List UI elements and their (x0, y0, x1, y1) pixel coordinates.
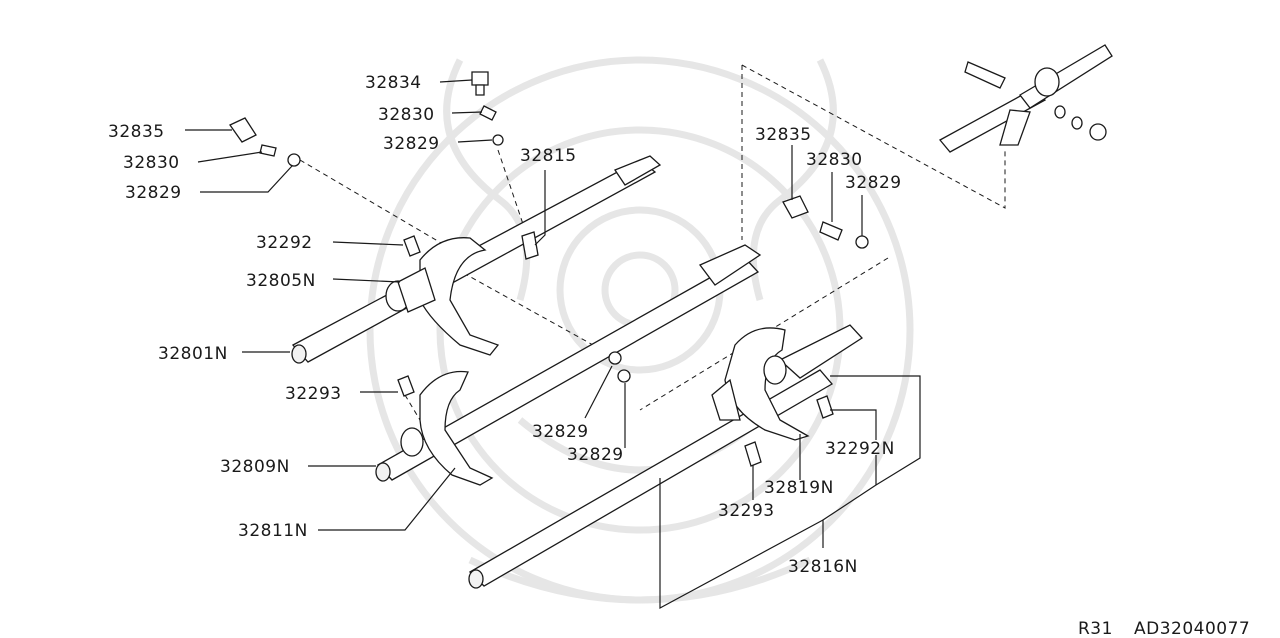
shift-rod-32809N (375, 244, 762, 482)
diagram-footer: R31 AD32040077 (1078, 619, 1250, 638)
interlock-32815 (521, 231, 539, 260)
label-32835-b[interactable]: 32835 (755, 125, 812, 145)
shift-fork-32811N (400, 370, 494, 486)
label-32293-a[interactable]: 32293 (285, 384, 342, 404)
detent-spring-32830b (259, 144, 277, 157)
label-32830-b[interactable]: 32830 (123, 153, 180, 173)
check-pin-32292b (816, 395, 834, 419)
detent-ball-32829a (492, 134, 504, 146)
model-code: R31 (1078, 619, 1113, 638)
label-32829-d[interactable]: 32829 (567, 445, 624, 465)
check-pin-32292a (403, 235, 421, 257)
detent-spring-32830a (479, 105, 497, 121)
detent-plug-32834 (471, 71, 489, 96)
label-32829-b[interactable]: 32829 (125, 183, 182, 203)
label-32829-a[interactable]: 32829 (383, 134, 440, 154)
label-32816N[interactable]: 32816N (788, 557, 858, 577)
detent-spring-32830c (819, 221, 843, 241)
leader-lines (185, 79, 921, 610)
label-32835-a[interactable]: 32835 (108, 122, 165, 142)
label-32801N[interactable]: 32801N (158, 344, 228, 364)
check-pin-32293b (744, 441, 762, 467)
label-32829-e[interactable]: 32829 (845, 173, 902, 193)
detent-ball-32829d (617, 369, 631, 383)
shift-fork-32819N (711, 327, 810, 441)
label-32809N[interactable]: 32809N (220, 457, 290, 477)
detent-ball-32829e (855, 235, 869, 249)
label-32811N[interactable]: 32811N (238, 521, 308, 541)
label-32819N[interactable]: 32819N (764, 478, 834, 498)
diagram-code: AD32040077 (1134, 619, 1250, 638)
detent-plug-32835a (229, 117, 257, 143)
label-32834[interactable]: 32834 (365, 73, 422, 93)
label-32830-c[interactable]: 32830 (806, 150, 863, 170)
label-32805N[interactable]: 32805N (246, 271, 316, 291)
shift-fork-32805N (385, 237, 500, 356)
detent-ball-32829c (608, 351, 622, 365)
check-pin-32293a (397, 375, 415, 397)
shift-rod-32816N (468, 324, 864, 589)
shift-rod-32801N (291, 155, 662, 364)
label-32815[interactable]: 32815 (520, 146, 577, 166)
detent-plug-32835b (782, 195, 809, 219)
label-32830-a[interactable]: 32830 (378, 105, 435, 125)
part-labels: 32834 32830 32829 32835 32830 32829 3281… (108, 73, 902, 577)
selector-lever-assembly (938, 44, 1113, 153)
label-32829-c[interactable]: 32829 (532, 422, 589, 442)
label-32292-a[interactable]: 32292 (256, 233, 313, 253)
label-32292N[interactable]: 32292N (825, 439, 895, 459)
detent-ball-32829b (287, 153, 301, 167)
label-32293-b[interactable]: 32293 (718, 501, 775, 521)
